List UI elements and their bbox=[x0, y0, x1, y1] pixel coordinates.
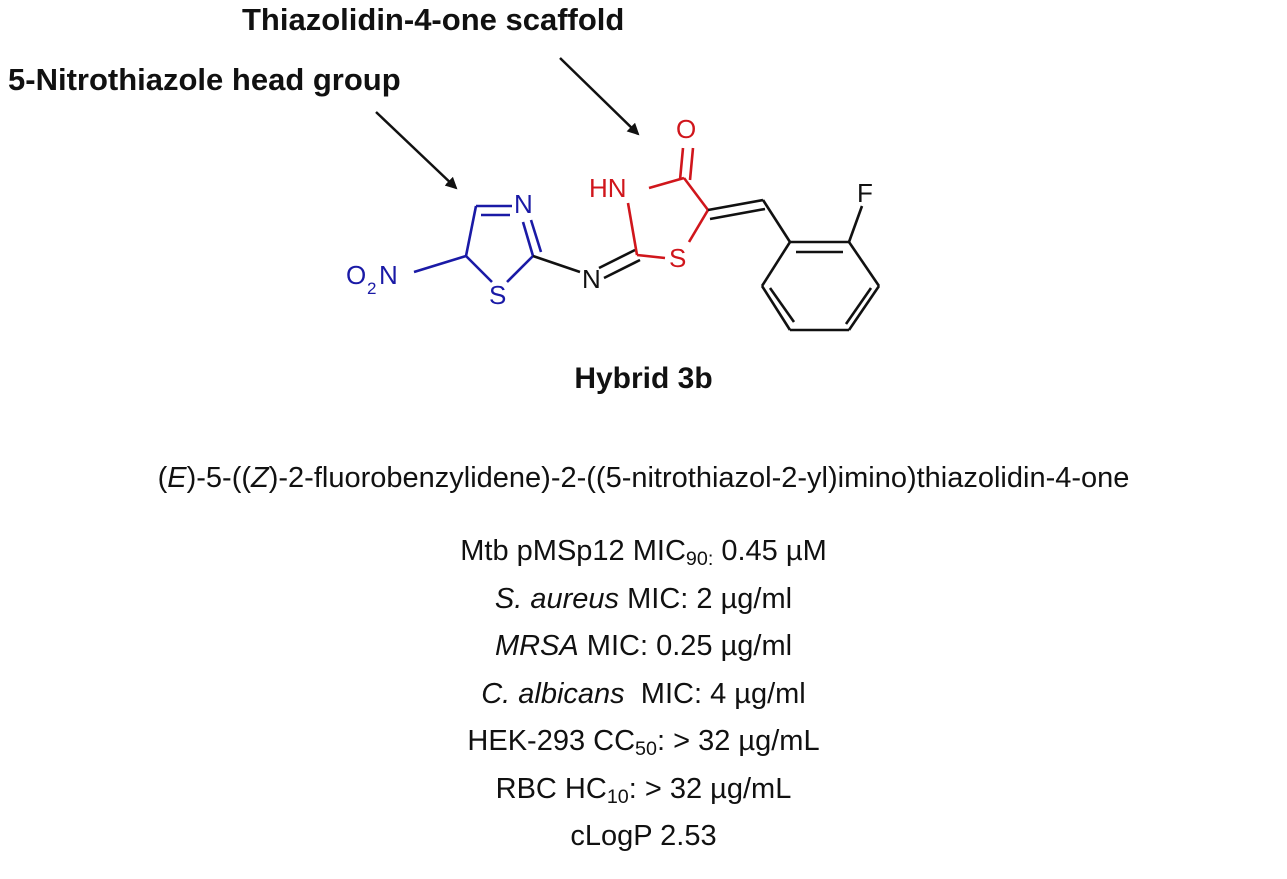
property-hek-value: : > 32 µg/mL bbox=[656, 725, 820, 757]
property-hek-label: HEK-293 CC bbox=[467, 725, 636, 757]
compound-label: Hybrid 3b bbox=[574, 362, 713, 395]
property-rbc-value: : > 32 µg/mL bbox=[628, 772, 792, 805]
property-mtb-value: 0.45 µM bbox=[713, 535, 827, 567]
property-list: Mtb pMSp12 MIC90: 0.45 µM S. aureus MIC:… bbox=[0, 528, 1287, 861]
head-group-annotation: 5-Nitrothiazole head group bbox=[8, 62, 401, 97]
property-calbicans-value: MIC: 4 µg/ml bbox=[624, 677, 806, 710]
property-saureus-organism: S. aureus bbox=[494, 582, 620, 615]
imine-linker bbox=[532, 248, 641, 280]
fluorine-atom: F bbox=[857, 178, 873, 208]
nitro-nitrogen: N bbox=[379, 260, 398, 290]
thiazole-nitrogen: N bbox=[514, 189, 533, 219]
property-mtb-label: Mtb pMSp12 MIC bbox=[460, 535, 686, 567]
property-clogp: cLogP 2.53 bbox=[570, 820, 717, 852]
property-saureus-value: MIC: 2 µg/ml bbox=[619, 582, 793, 615]
nitrothiazole-ring bbox=[413, 204, 543, 283]
nitro-oxygen: O bbox=[346, 260, 366, 290]
fluorobenzylidene bbox=[707, 198, 881, 332]
lactam-nh: HN bbox=[589, 173, 627, 203]
property-mtb-subscript: 90: bbox=[685, 547, 714, 570]
chemical-structure: O 2 N N S N HN O S F bbox=[346, 57, 881, 332]
thiazolidinone-ring bbox=[626, 147, 710, 260]
iupac-name: (E)-5-((Z)-2-fluorobenzylidene)-2-((5-ni… bbox=[0, 462, 1287, 495]
iupac-stereo-z: Z bbox=[251, 462, 269, 494]
property-calbicans: C. albicans MIC: 4 µg/ml bbox=[0, 671, 1287, 719]
property-calbicans-organism: C. albicans bbox=[481, 677, 625, 710]
scaffold-arrow bbox=[559, 57, 640, 136]
thiazole-sulfur: S bbox=[489, 280, 506, 310]
property-rbc-label: RBC HC bbox=[495, 772, 607, 805]
iupac-stereo-e: E bbox=[167, 462, 187, 494]
iupac-name-part: ( bbox=[157, 462, 168, 494]
head-group-arrow bbox=[375, 111, 458, 190]
property-mrsa-value: MIC: 0.25 µg/ml bbox=[578, 630, 793, 662]
property-mtb: Mtb pMSp12 MIC90: 0.45 µM bbox=[0, 528, 1287, 576]
iupac-name-part: )-5-(( bbox=[186, 462, 252, 494]
property-hek-subscript: 50 bbox=[635, 737, 657, 760]
carbonyl-oxygen: O bbox=[676, 114, 696, 144]
nitro-subscript: 2 bbox=[367, 279, 376, 298]
property-saureus: S. aureus MIC: 2 µg/ml bbox=[0, 576, 1287, 624]
property-mrsa: MRSA MIC: 0.25 µg/ml bbox=[0, 623, 1287, 671]
property-rbc: RBC HC10: > 32 µg/mL bbox=[0, 766, 1287, 814]
property-rbc-subscript: 10 bbox=[606, 785, 629, 808]
iupac-name-part: )-2-fluorobenzylidene)-2-((5-nitrothiazo… bbox=[268, 462, 1130, 494]
scaffold-annotation: Thiazolidin-4-one scaffold bbox=[242, 2, 625, 37]
property-mrsa-organism: MRSA bbox=[494, 630, 579, 662]
imine-nitrogen: N bbox=[582, 264, 601, 294]
property-hek: HEK-293 CC50: > 32 µg/mL bbox=[0, 718, 1287, 766]
ring-sulfur: S bbox=[669, 243, 686, 273]
